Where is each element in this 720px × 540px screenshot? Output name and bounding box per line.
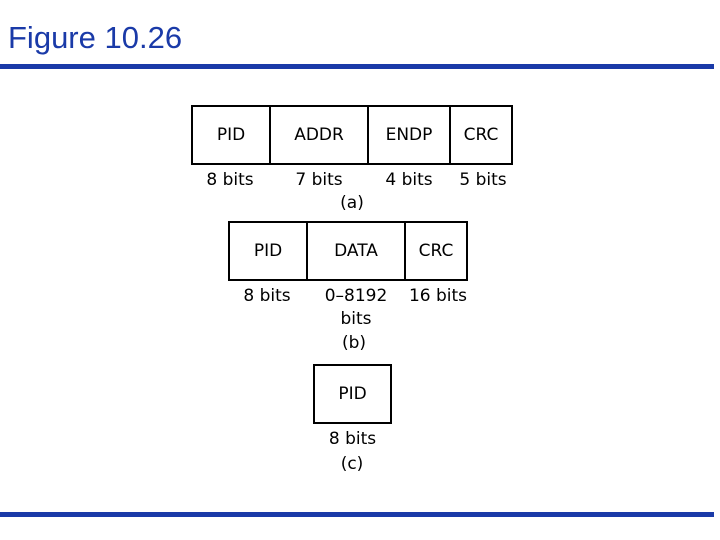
packet-a: PID ADDR ENDP CRC — [191, 105, 513, 165]
packet-c: PID — [313, 364, 392, 424]
size-data: 0–8192 — [324, 286, 388, 306]
caption-b: (b) — [341, 333, 367, 353]
field-endp: ENDP — [369, 107, 451, 163]
field-pid: PID — [230, 223, 308, 279]
field-crc: CRC — [463, 125, 499, 145]
field-pid: PID — [193, 107, 271, 163]
bottom-rule — [0, 512, 714, 517]
field-pid: PID — [338, 384, 367, 404]
caption-c: (c) — [340, 454, 364, 474]
field-data: DATA — [308, 223, 406, 279]
packet-b: PID DATA CRC — [228, 221, 468, 281]
size-pid: 8 bits — [328, 429, 377, 449]
size-addr: 7 bits — [295, 170, 343, 190]
size-crc: 5 bits — [459, 170, 507, 190]
top-rule — [0, 64, 714, 69]
figure-title: Figure 10.26 — [8, 20, 183, 55]
size-pid: 8 bits — [206, 170, 254, 190]
field-addr: ADDR — [271, 107, 369, 163]
size-crc: 16 bits — [408, 286, 468, 306]
field-crc: CRC — [418, 241, 454, 261]
size-data-unit: bits — [340, 309, 372, 329]
size-pid: 8 bits — [243, 286, 291, 306]
size-endp: 4 bits — [385, 170, 433, 190]
caption-a: (a) — [340, 193, 364, 213]
